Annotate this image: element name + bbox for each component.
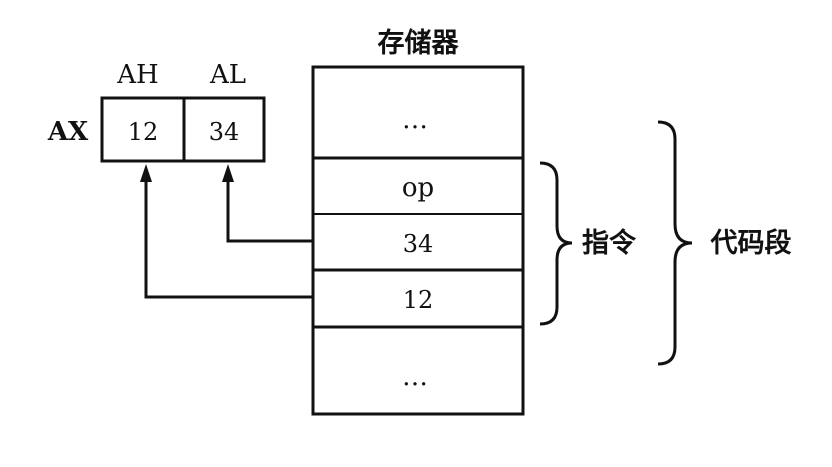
al-label: AL — [209, 60, 246, 90]
memory-cell-34: 34 — [403, 230, 434, 258]
memory-cell-ellipsis-bottom: … — [402, 362, 428, 392]
arrow-head-ah — [140, 164, 152, 182]
arrow-12-to-ah — [144, 180, 313, 299]
memory-cell-opcode: op — [402, 173, 434, 203]
arrow-head-al — [222, 164, 234, 182]
arrow-34-to-al — [226, 180, 313, 243]
instruction-brace — [539, 161, 573, 326]
ah-value: 12 — [128, 118, 159, 146]
memory-cell-ellipsis-top: … — [402, 105, 428, 135]
code-segment-brace — [657, 120, 693, 366]
memory-cell-12: 12 — [403, 286, 434, 314]
code-segment-label: 代码段 — [710, 228, 792, 259]
ax-label: AX — [47, 117, 89, 147]
al-value: 34 — [209, 118, 240, 146]
memory-title: 存储器 — [378, 28, 460, 59]
instruction-label: 指令 — [582, 227, 637, 259]
ah-label: AH — [116, 60, 158, 90]
